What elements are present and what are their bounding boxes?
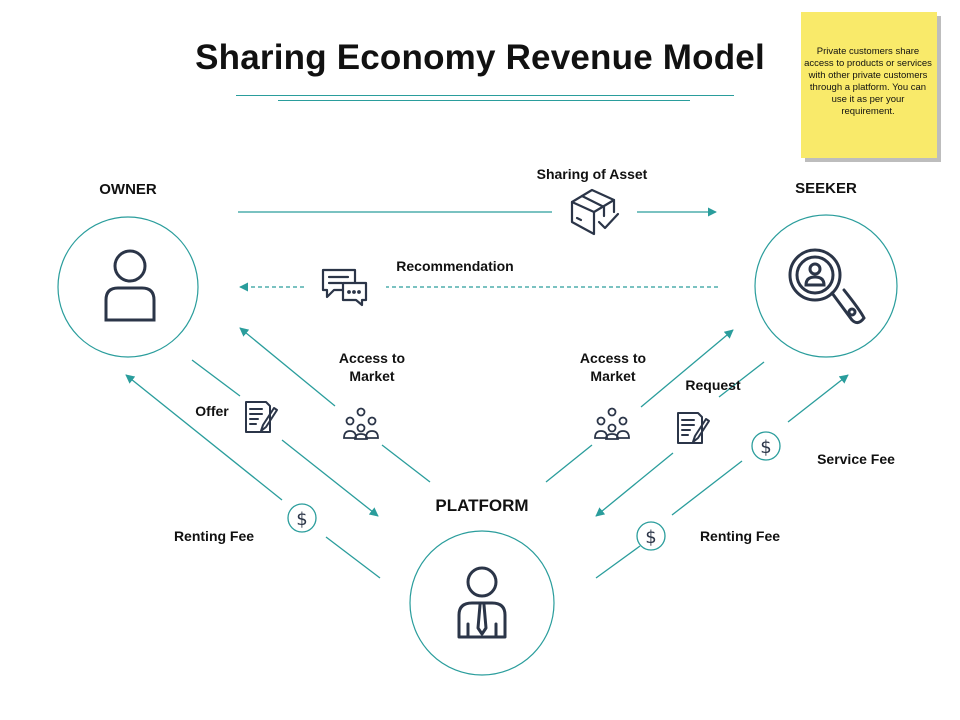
access-right-label: Access to Market (579, 350, 647, 384)
renting-fee-right-label: Renting Fee (699, 528, 781, 544)
owner-person-icon (104, 249, 156, 322)
offer-label: Offer (195, 403, 229, 419)
service-fee-label: Service Fee (817, 451, 895, 467)
svg-text:$: $ (760, 437, 771, 458)
access-left-arrow (239, 327, 336, 407)
request-label: Request (685, 377, 741, 393)
chat-bubbles-icon (321, 268, 368, 307)
seeker-circle[interactable] (754, 214, 898, 358)
request-arrow (595, 452, 674, 517)
svg-text:$: $ (296, 509, 307, 530)
renting-fee-left-arrow (125, 374, 283, 501)
renting-fee-left-label: Renting Fee (173, 528, 255, 544)
offer-line-upper (191, 359, 241, 397)
renting-fee-right-line (595, 545, 641, 579)
seeker-search-person-icon (788, 248, 866, 325)
platform-businessman-icon (457, 566, 507, 639)
owner-circle[interactable] (57, 216, 199, 358)
offer-document-pen-icon (245, 401, 278, 433)
renting-fee-right-dollar-icon: $ (636, 521, 666, 551)
request-document-pen-icon (677, 412, 710, 444)
recommendation-label: Recommendation (396, 258, 514, 274)
svg-text:$: $ (645, 527, 656, 548)
box-check-icon (570, 188, 620, 236)
page-title: Sharing Economy Revenue Model (195, 38, 765, 77)
platform-label: PLATFORM (435, 496, 529, 515)
group-icon-left (343, 407, 379, 440)
offer-arrow (281, 439, 379, 517)
platform-circle[interactable] (409, 530, 555, 676)
sticky-note (801, 12, 937, 158)
access-left-label: Access to Market (338, 350, 406, 384)
sticky-note-text: Private customers share access to produc… (804, 46, 932, 117)
request-line-upper (718, 361, 765, 398)
access-right-arrow (640, 329, 734, 408)
service-fee-line-lower (671, 460, 743, 516)
renting-fee-left-dollar-icon: $ (287, 503, 317, 533)
service-fee-dollar-icon: $ (751, 431, 781, 461)
sharing-asset-label: Sharing of Asset (536, 166, 648, 182)
seeker-label: SEEKER (795, 180, 857, 197)
renting-fee-left-line-lower (325, 536, 381, 579)
service-fee-arrow (787, 374, 849, 423)
title-underline-1 (236, 95, 734, 96)
access-right-line-lower (545, 444, 593, 483)
access-left-line-lower (381, 444, 431, 483)
title-underline-2 (278, 100, 690, 101)
owner-label: OWNER (99, 181, 157, 198)
group-icon-right (594, 407, 630, 440)
